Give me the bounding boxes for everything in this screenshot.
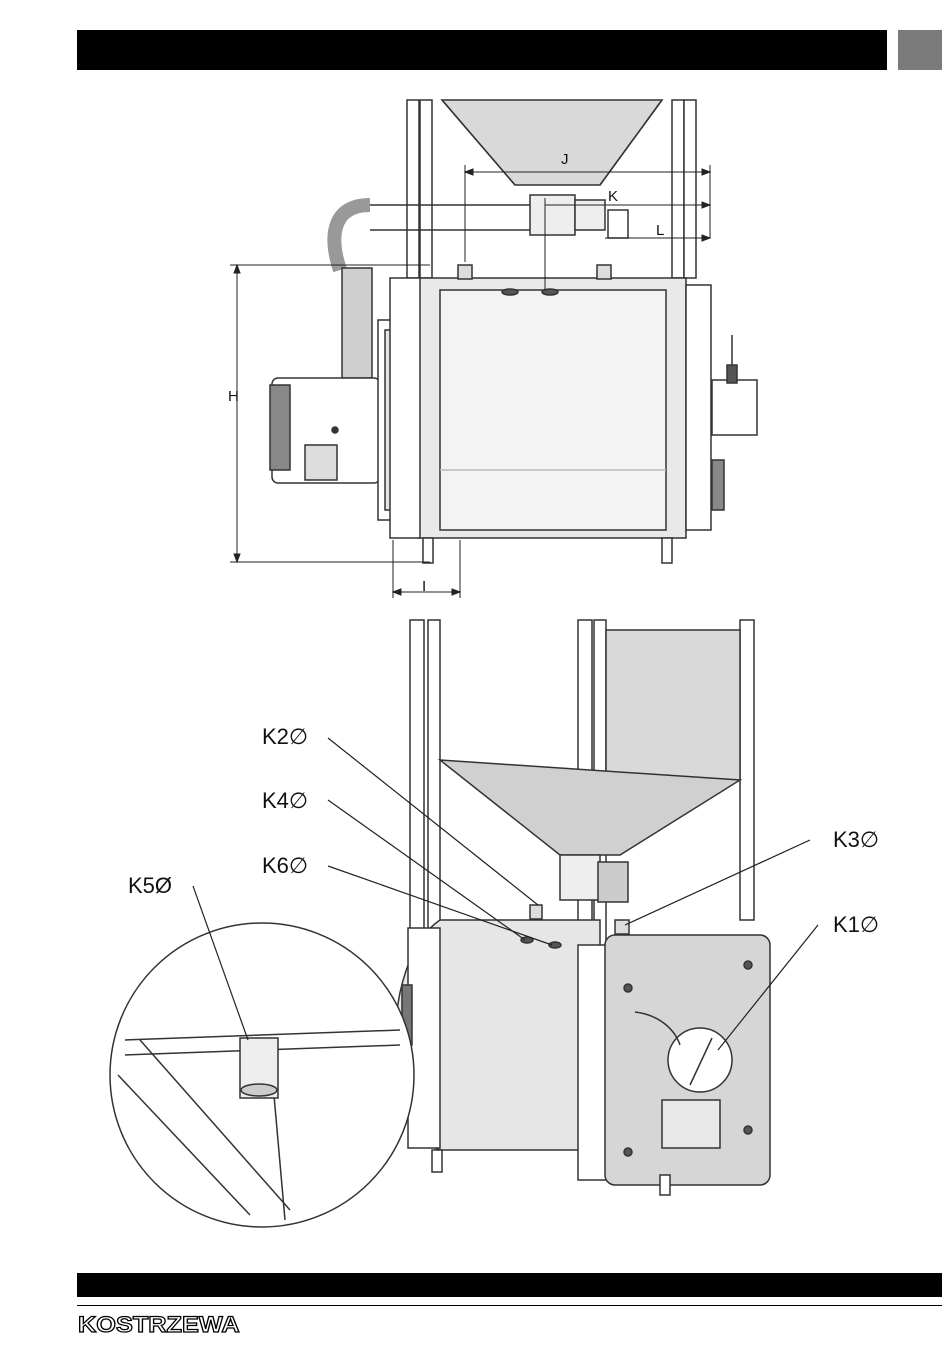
callout-k2: K2∅	[262, 724, 308, 750]
callout-k6: K6∅	[262, 853, 308, 879]
dimension-label-j: J	[561, 151, 569, 168]
callout-k4: K4∅	[262, 788, 308, 814]
dimension-label-i: I	[422, 578, 426, 595]
dimension-label-k: K	[608, 188, 618, 205]
boiler-side-view	[270, 100, 757, 563]
dimension-label-h: H	[228, 388, 239, 405]
footer-bar	[77, 1273, 942, 1297]
callout-k1: K1∅	[833, 912, 879, 938]
detail-magnifier	[110, 923, 414, 1227]
brand-logo: KOSTRZEWA	[78, 1314, 240, 1336]
callout-k3: K3∅	[833, 827, 879, 853]
callout-k5: K5Ø	[128, 873, 172, 899]
footer-rule	[77, 1305, 942, 1306]
dimension-label-l: L	[656, 222, 664, 239]
boiler-perspective-view	[395, 620, 770, 1195]
